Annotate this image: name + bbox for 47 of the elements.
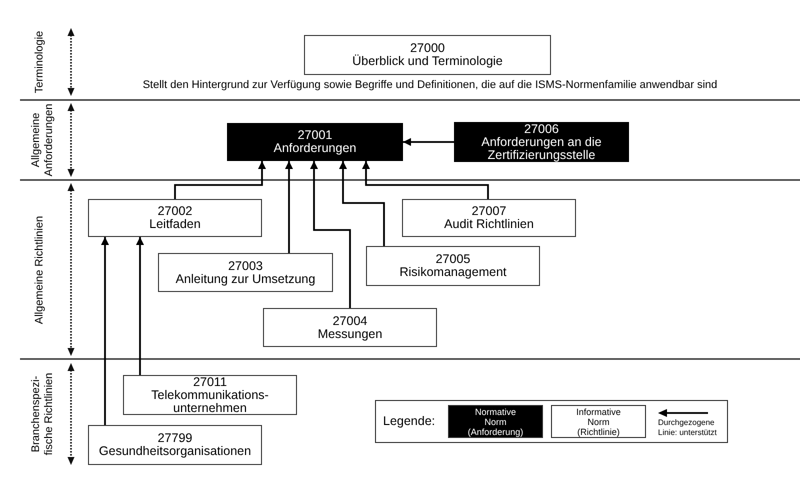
norm-title: Gesundheitsorganisationen	[98, 445, 252, 458]
norm-number: 27003	[228, 260, 263, 273]
norm-box	[88, 425, 262, 465]
node-caption: Stellt den Hintergrund zur Verfügung sowie Begriffe und Definitionen, die auf die ISMS-Normenfamilie anwendbar sind	[142, 78, 718, 92]
norm-number: 27002	[158, 205, 192, 218]
norm-box	[123, 375, 297, 415]
norm-box	[88, 199, 262, 237]
arrow	[339, 161, 385, 246]
norm-box	[263, 308, 437, 347]
norm-title: Anleitung zur Umsetzung	[176, 272, 316, 286]
band-label: Terminologie	[34, 30, 46, 96]
norm-number: 27007	[472, 205, 506, 218]
norm-title: Risikomanagement	[400, 266, 506, 279]
arrow	[362, 161, 489, 199]
norm-title: Anforderungen an die Zertifizierungsstelle	[480, 136, 603, 161]
norm-title: Leitfaden	[149, 218, 201, 231]
legend-text: Normative Norm (Anforderung)	[466, 406, 524, 436]
band-label: Allgemeine Anforderungen	[30, 102, 56, 178]
norm-number: 27000	[410, 42, 445, 56]
band-label: Branchenspezi- fische Richtlinien	[30, 372, 56, 458]
norm-box	[304, 35, 551, 75]
norm-number: 27004	[332, 314, 368, 328]
arrow	[403, 138, 454, 146]
norm-box	[366, 246, 540, 286]
arrow	[285, 161, 293, 253]
norm-number: 27006	[524, 123, 559, 136]
norm-box	[158, 253, 333, 292]
norm-title: Anforderungen	[274, 142, 356, 155]
norm-title: Audit Richtlinien	[444, 218, 534, 231]
norm-box	[454, 122, 629, 162]
norm-number: 27001	[298, 129, 332, 142]
norm-box	[227, 123, 403, 161]
norm-number: 27799	[158, 432, 192, 446]
arrow	[136, 237, 144, 375]
norm-title: Messungen	[318, 328, 382, 340]
legend-text: Informative Norm (Richtlinie)	[575, 406, 622, 436]
legend-text: Durchgezogene Linie: unterstützt	[658, 418, 718, 438]
band-label: Allgemeine Richtlinien	[34, 214, 46, 326]
norm-title: Telekommunikations- unternehmen	[150, 389, 270, 414]
norm-number: 27005	[436, 253, 470, 266]
legend-title: Legende:	[383, 414, 436, 429]
arrow	[310, 161, 351, 308]
arrow	[101, 237, 109, 425]
arrow	[174, 161, 266, 199]
norm-title: Überblick und Terminologie	[352, 55, 503, 68]
norm-box	[402, 199, 576, 237]
norm-number: 27011	[193, 376, 227, 389]
